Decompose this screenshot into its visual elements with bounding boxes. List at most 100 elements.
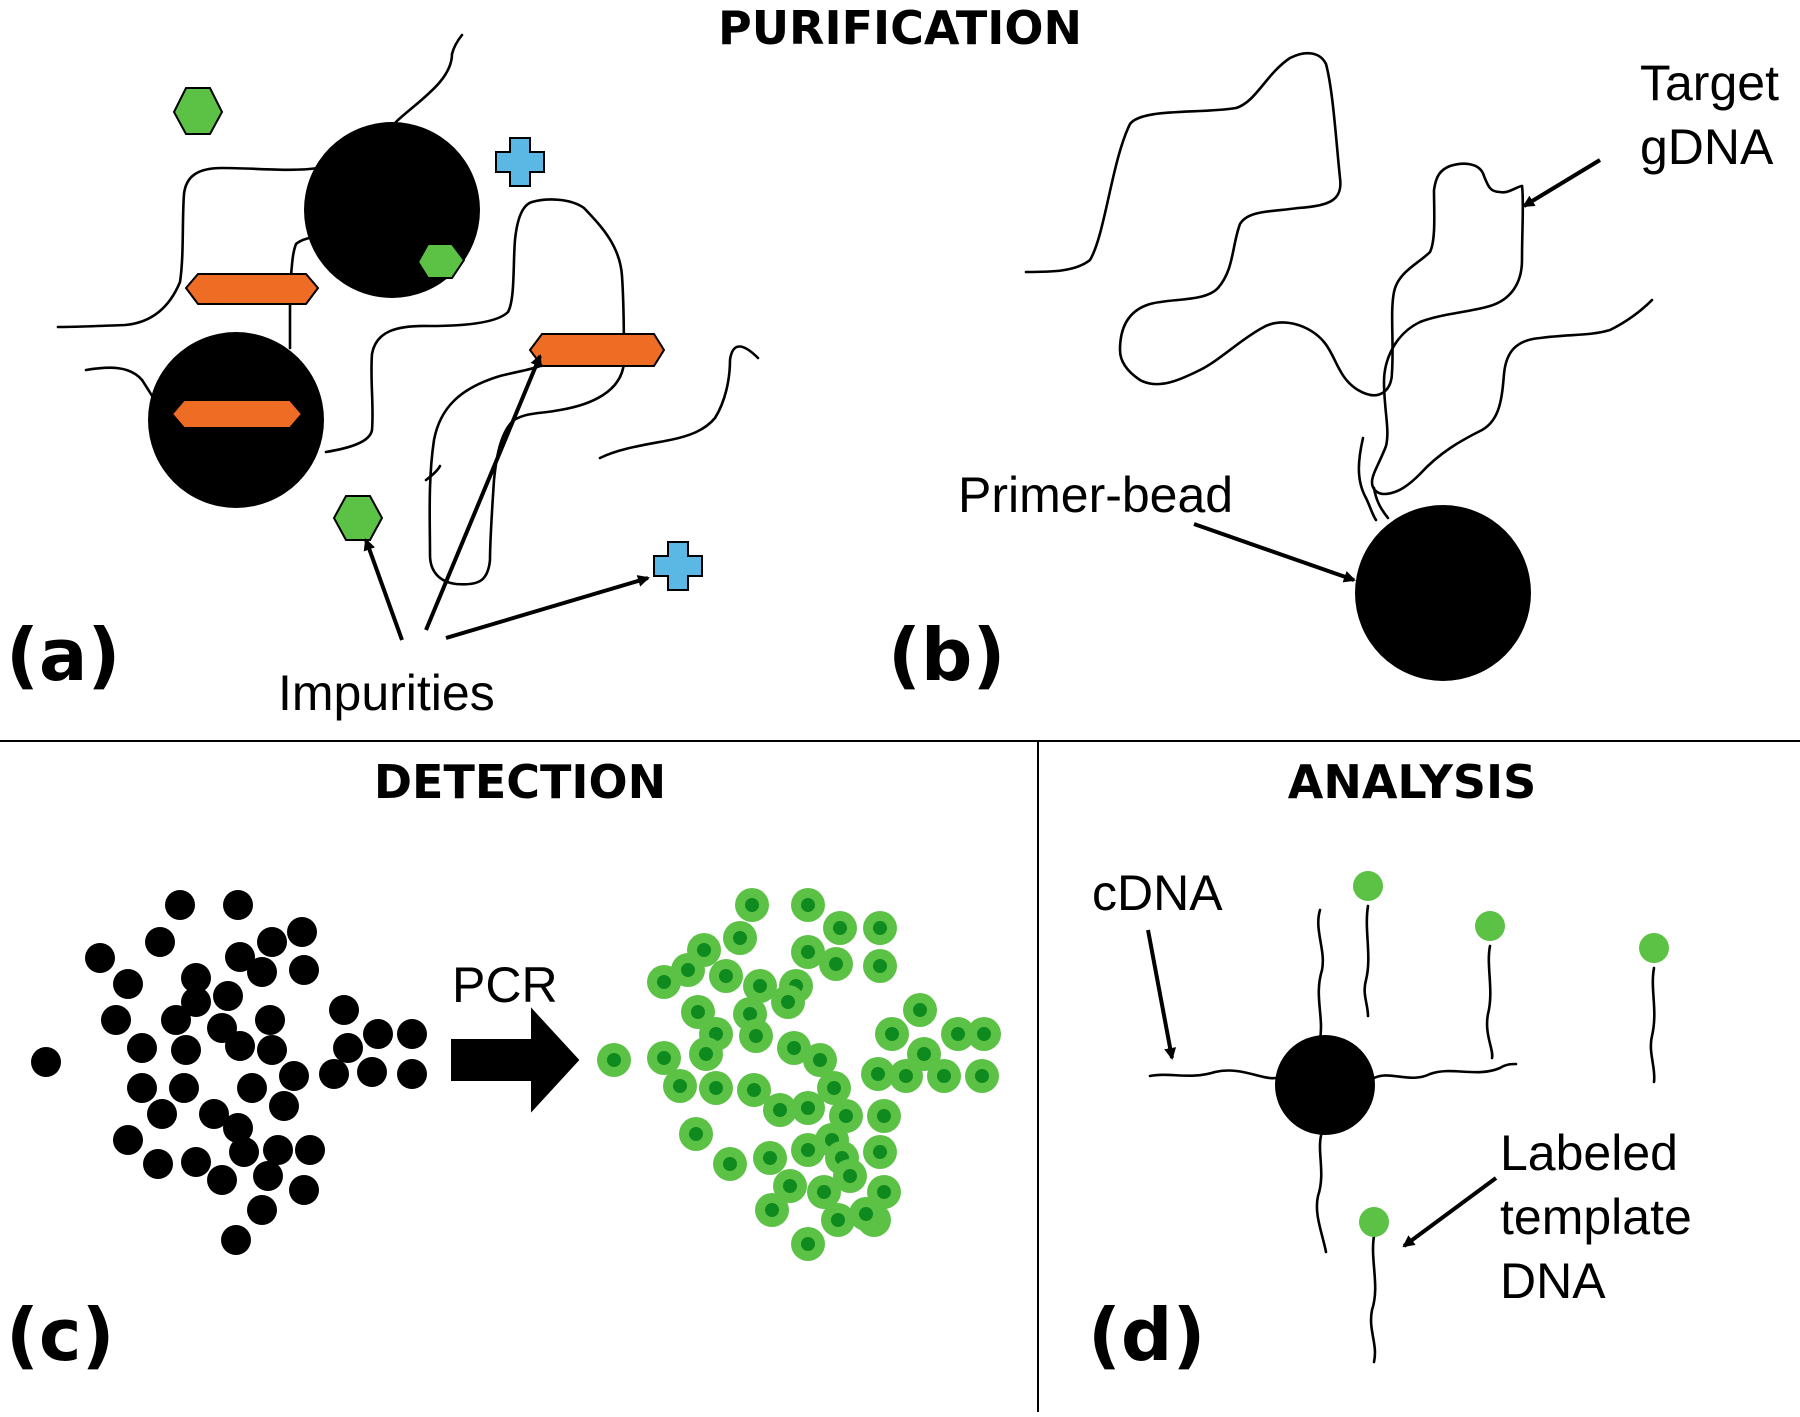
labeled-bead — [941, 1017, 975, 1051]
labeled-bead-core — [787, 1041, 801, 1055]
labeled-bead-core — [681, 963, 695, 977]
labeled-bead-core — [937, 1069, 951, 1083]
labeled-bead — [819, 947, 853, 981]
labeled-bead — [743, 969, 777, 1003]
uncoated-bead — [127, 1073, 157, 1103]
uncoated-bead — [257, 927, 287, 957]
labeled-bead-core — [673, 1079, 687, 1093]
labeled-bead-core — [831, 1213, 845, 1227]
target-gdna-arrow — [1522, 158, 1602, 208]
labeled-bead-cluster — [597, 888, 1001, 1261]
labeled-bead — [753, 1141, 787, 1175]
primer-bead-arrow — [1193, 522, 1356, 583]
labeled-bead — [647, 1041, 681, 1075]
labeled-bead — [699, 1071, 733, 1105]
labeled-bead — [735, 888, 769, 922]
labeled-bead — [791, 1133, 825, 1167]
uncoated-bead — [31, 1047, 61, 1077]
labeled-bead-core — [765, 1203, 779, 1217]
uncoated-bead — [207, 1165, 237, 1195]
labeled-bead — [849, 1197, 883, 1231]
uncoated-bead — [113, 1125, 143, 1155]
panel-label-d: (d) — [1088, 1293, 1205, 1377]
impurity-bar — [170, 399, 304, 429]
labeled-bead-core — [745, 898, 759, 912]
uncoated-bead — [213, 981, 243, 1011]
target-gdna-strand — [1024, 51, 1524, 397]
labeled-template-arrow — [1402, 1176, 1498, 1248]
labeled-bead-core — [773, 1103, 787, 1117]
uncoated-bead — [263, 1135, 293, 1165]
labeled-bead — [763, 1093, 797, 1127]
labeled-bead — [773, 1169, 807, 1203]
labeled-bead-core — [873, 959, 887, 973]
labeled-bead — [889, 1059, 923, 1093]
labeled-bead-core — [723, 1157, 737, 1171]
uncoated-bead — [225, 1031, 255, 1061]
labeled-bead-core — [877, 1109, 891, 1123]
labeled-bead — [689, 1037, 723, 1071]
labeled-bead-core — [689, 1127, 703, 1141]
labeled-label: Labeled — [1500, 1125, 1678, 1181]
target-gdna-strand — [1370, 184, 1654, 496]
impurity-bar — [184, 273, 320, 305]
labeled-bead — [737, 1073, 771, 1107]
labeled-template-strand — [1363, 904, 1370, 1018]
labeled-bead-core — [977, 1027, 991, 1041]
labeled-bead-core — [657, 1051, 671, 1065]
uncoated-bead — [287, 917, 317, 947]
labeled-bead — [965, 1059, 999, 1093]
impurities-label: Impurities — [278, 665, 495, 721]
labeled-bead — [679, 1117, 713, 1151]
labeled-bead-core — [827, 1081, 841, 1095]
analysis-bead — [1275, 1035, 1375, 1135]
labeled-bead-core — [801, 1143, 815, 1157]
green-label-dot — [1359, 1207, 1389, 1237]
impurity-hexagon — [172, 87, 224, 135]
labeled-bead — [739, 1019, 773, 1053]
labeled-bead — [863, 949, 897, 983]
uncoated-bead-cluster — [31, 890, 427, 1255]
uncoated-bead — [319, 1059, 349, 1089]
labeled-bead — [823, 911, 857, 945]
panel-a: Impurities (a) — [6, 33, 760, 721]
labeled-bead — [903, 993, 937, 1027]
labeled-bead-core — [873, 921, 887, 935]
labeled-bead-core — [833, 921, 847, 935]
labeled-bead-core — [859, 1207, 873, 1221]
labeled-bead-core — [657, 975, 671, 989]
pcr-arrow — [451, 1007, 580, 1113]
labeled-bead-core — [975, 1069, 989, 1083]
impurity-cross — [495, 137, 545, 187]
gdna-label: gDNA — [1640, 119, 1774, 175]
panel-label-b: (b) — [888, 613, 1005, 697]
impurity-hexagon — [332, 495, 384, 541]
panel-label-c: (c) — [6, 1293, 115, 1377]
labeled-bead-core — [813, 1053, 827, 1067]
labeled-bead-core — [873, 1145, 887, 1159]
labeled-bead-core — [801, 945, 815, 959]
labeled-bead — [861, 1057, 895, 1091]
template-label: template — [1500, 1189, 1692, 1245]
labeled-bead — [723, 921, 757, 955]
uncoated-bead — [181, 963, 211, 993]
labeled-bead-core — [817, 1185, 831, 1199]
green-label-dot — [1639, 933, 1669, 963]
labeled-bead-core — [871, 1067, 885, 1081]
labeled-bead-core — [753, 979, 767, 993]
labeled-bead-core — [801, 1101, 815, 1115]
uncoated-bead — [253, 1161, 283, 1191]
labeled-bead — [709, 959, 743, 993]
dna-label: DNA — [1500, 1253, 1606, 1309]
uncoated-bead — [221, 1225, 251, 1255]
uncoated-bead — [169, 1073, 199, 1103]
green-label-dot — [1475, 911, 1505, 941]
labeled-bead-core — [749, 1029, 763, 1043]
uncoated-bead — [363, 1019, 393, 1049]
labeled-bead — [597, 1043, 631, 1077]
uncoated-bead — [289, 1175, 319, 1205]
uncoated-bead — [165, 890, 195, 920]
labeled-bead-core — [951, 1027, 965, 1041]
panel-d: cDNA Labeled template DNA (d) — [1088, 865, 1692, 1377]
